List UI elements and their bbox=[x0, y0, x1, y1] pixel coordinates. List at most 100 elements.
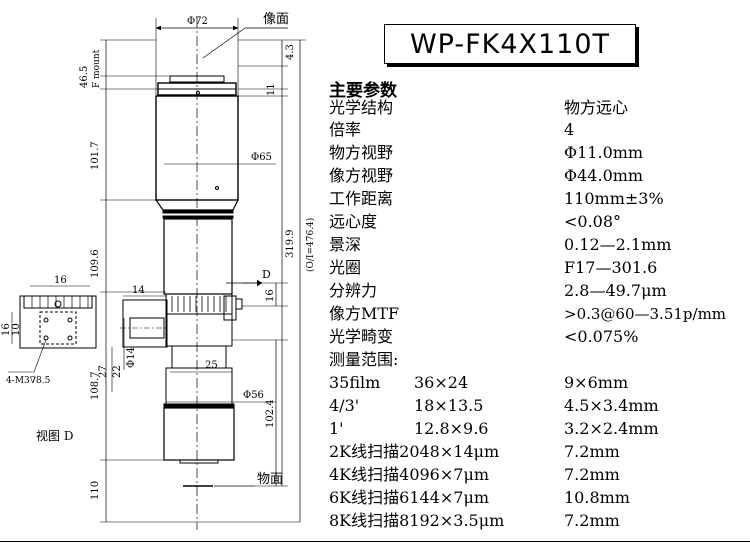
arrow-l bbox=[155, 25, 162, 31]
bottom-rule bbox=[0, 541, 750, 542]
dim-110: 110 bbox=[90, 481, 101, 500]
spec-row: 工作距离 110mm±3% bbox=[329, 188, 664, 210]
side-knob bbox=[235, 298, 243, 310]
dim-view-10: 10 bbox=[11, 323, 22, 336]
spec-value: <0.08° bbox=[564, 212, 622, 231]
format-row: 8K线扫描8192×3.5μm 7.2mm bbox=[329, 510, 620, 532]
view-d-inner bbox=[39, 311, 77, 345]
dim-102-4: 102.4 bbox=[265, 399, 276, 428]
dim-101-7: 101.7 bbox=[90, 141, 101, 170]
format-field: 3.2×2.4mm bbox=[564, 419, 659, 438]
format-field: 4.5×3.4mm bbox=[564, 396, 659, 415]
specs-title: 主要参数 bbox=[329, 81, 397, 101]
front-barrel bbox=[163, 407, 235, 461]
lower-collar bbox=[165, 313, 233, 347]
label-image-plane: 像面 bbox=[263, 12, 289, 27]
view-d-screw-4 bbox=[67, 335, 73, 341]
spec-label: 倍率 bbox=[329, 120, 362, 139]
model-title-box: WP-FK4X110T bbox=[384, 24, 636, 64]
format-sensor: 36×24 bbox=[414, 373, 469, 392]
spec-value: 110mm±3% bbox=[564, 189, 664, 208]
spec-label: 分辨力 bbox=[329, 281, 378, 300]
format-field: 7.2mm bbox=[564, 442, 620, 461]
spec-row: 像方MTF >0.3@60—3.51p/mm bbox=[329, 303, 726, 325]
spec-label: 物方视野 bbox=[329, 143, 394, 162]
format-name: 1' bbox=[329, 419, 344, 438]
spec-row: 景深 0.12—2.1mm bbox=[329, 234, 671, 256]
image-plane-leader bbox=[202, 27, 246, 59]
spec-row: 远心度<0.08° bbox=[329, 211, 621, 233]
dim-109-6: 109.6 bbox=[90, 249, 101, 278]
format-name: 6K线扫描6144×7μm bbox=[329, 488, 490, 507]
dim-4-3: 4.3 bbox=[285, 44, 296, 60]
format-row: 2K线扫描2048×14μm 7.2mm bbox=[329, 441, 620, 463]
spec-label: 像方视野 bbox=[329, 166, 394, 185]
spec-value: 0.12—2.1mm bbox=[564, 235, 672, 254]
dim-phi65: Φ65 bbox=[251, 152, 272, 163]
format-row: 35film 36×24 9×6mm bbox=[329, 372, 628, 394]
knurl-teeth bbox=[171, 296, 227, 312]
spec-value: 4 bbox=[564, 120, 575, 139]
format-name: 8K线扫描8192×3.5μm bbox=[329, 511, 505, 530]
format-field: 9×6mm bbox=[564, 373, 629, 392]
format-sensor: 12.8×9.6 bbox=[414, 419, 489, 438]
view-d-screw-2 bbox=[67, 317, 73, 323]
lower-barrel bbox=[165, 367, 233, 405]
format-sensor: 18×13.5 bbox=[414, 396, 484, 415]
view-d-teeth bbox=[23, 295, 93, 309]
spec-label: 光学畸变 bbox=[329, 327, 394, 346]
spec-value: <0.075% bbox=[564, 327, 639, 346]
spec-row: 光学畸变 <0.075% bbox=[329, 326, 638, 348]
spec-value: >0.3@60—3.51p/mm bbox=[564, 305, 727, 323]
dim-22: 22 bbox=[112, 365, 123, 378]
dim-108-7: 108.7 bbox=[90, 371, 101, 400]
spec-row: 分辨力 2.8—49.7μm bbox=[329, 280, 667, 302]
label-object-plane: 物面 bbox=[257, 472, 283, 487]
spec-value: Φ44.0mm bbox=[564, 166, 644, 185]
format-name: 4/3' bbox=[329, 396, 360, 415]
middle-barrel bbox=[163, 218, 233, 295]
spec-row: 倍率 4 bbox=[329, 119, 574, 141]
dim-14: 14 bbox=[132, 285, 145, 296]
front-lens bbox=[179, 459, 219, 464]
band-1 bbox=[162, 209, 234, 214]
format-field: 7.2mm bbox=[564, 511, 620, 530]
barrel-screw bbox=[215, 186, 219, 190]
view-d-screw-3 bbox=[43, 335, 49, 341]
upper-barrel bbox=[155, 95, 239, 201]
dim-view-16b: 16 bbox=[1, 323, 12, 336]
format-field: 10.8mm bbox=[564, 488, 630, 507]
spec-label: 工作距离 bbox=[329, 189, 394, 208]
band-2 bbox=[162, 215, 234, 219]
dim-view-16: 16 bbox=[54, 275, 67, 286]
dim-46-5: 46.5 bbox=[79, 66, 90, 88]
side-port bbox=[122, 299, 168, 348]
measure-title: 测量范围: bbox=[329, 350, 399, 369]
knurl-ring bbox=[165, 293, 233, 315]
dim-25: 25 bbox=[205, 360, 218, 371]
view-d-screw-1 bbox=[43, 317, 49, 323]
spec-value: Φ11.0mm bbox=[564, 143, 644, 162]
dim-side-16: 16 bbox=[265, 289, 276, 302]
lower-band bbox=[163, 403, 235, 409]
spec-row: 像方视野 Φ44.0mm bbox=[329, 165, 643, 187]
dim-phi14: Φ14 bbox=[126, 347, 137, 368]
model-title: WP-FK4X110T bbox=[409, 28, 611, 60]
spec-value: 2.8—49.7μm bbox=[564, 281, 667, 300]
format-name: 35film bbox=[329, 373, 381, 392]
format-name: 2K线扫描2048×14μm bbox=[329, 442, 500, 461]
spec-label: 像方MTF bbox=[329, 304, 400, 323]
format-name: 4K线扫描4096×7μm bbox=[329, 465, 490, 484]
spec-value: 物方远心 bbox=[564, 98, 629, 117]
spec-label: 光学结构 bbox=[329, 98, 394, 117]
view-d-thread-leader bbox=[8, 339, 47, 373]
lower-step bbox=[171, 345, 227, 369]
spec-label: 景深 bbox=[329, 235, 362, 254]
dim-27: 27 bbox=[98, 365, 109, 378]
spec-value: F17—301.6 bbox=[564, 258, 658, 277]
format-row: 4/3' 18×13.5 4.5×3.4mm bbox=[329, 395, 659, 417]
dim-319-9: 319.9 bbox=[285, 229, 296, 258]
